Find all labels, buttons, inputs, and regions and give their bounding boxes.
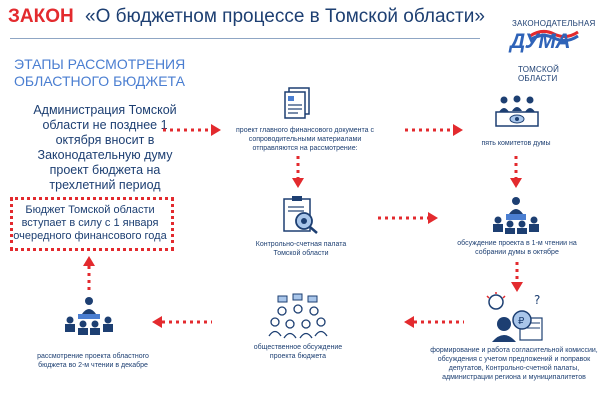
step-audit-chamber: Контрольно-счетная палата Томской област… [255, 241, 347, 257]
document-icon [284, 87, 310, 119]
arrow-down-icon [511, 262, 523, 292]
arrow-down-icon [510, 156, 522, 188]
arrow-left-icon [152, 316, 212, 328]
svg-text:₽: ₽ [518, 316, 525, 327]
arrow-left-icon [404, 316, 464, 328]
arrow-right-icon [378, 212, 438, 224]
step-first-reading: обсуждение проекта в 1-м чтении на собра… [457, 240, 577, 256]
arrow-right-icon [405, 124, 463, 136]
title-divider [10, 38, 480, 39]
logo-word: ДУМА [510, 30, 571, 53]
presentation-meeting-icon [65, 297, 113, 335]
subtitle: Этапы рассмотрения областного бюджета [14, 56, 186, 89]
title-prefix: ЗАКОН [8, 6, 74, 27]
step-administration: Администрация Томской области не позднее… [33, 103, 177, 192]
logo-bottom-text: ТОМСКОЙ ОБЛАСТИ [518, 65, 560, 83]
step-project-document: проект главного финансового документа с … [236, 127, 374, 152]
thinking-person-icon: ? ₽ [486, 292, 543, 342]
svg-text:?: ? [534, 293, 540, 307]
arrow-up-icon [83, 256, 95, 290]
duma-flag-icon [529, 29, 579, 43]
result-box [10, 197, 174, 251]
step-result: Бюджет Томской области вступает в силу с… [13, 204, 167, 242]
arrow-down-icon [292, 156, 304, 188]
meeting-icon [493, 197, 539, 234]
public-group-icon [268, 293, 328, 339]
magnifier-clipboard-icon [283, 196, 318, 234]
step-conciliation: формирование и работа согласительной ком… [430, 347, 598, 381]
committee-icon [495, 95, 539, 127]
arrow-right-icon [163, 124, 221, 136]
page-title: «О бюджетном процессе в Томской области» [85, 6, 485, 27]
step-committees: пять комитетов думы [481, 140, 551, 147]
step-second-reading: рассмотрение проекта областного бюджета … [37, 353, 149, 369]
logo-top-text: ЗАКОНОДАТЕЛЬНАЯ [512, 19, 596, 28]
step-public-discussion: общественное обсуждение проекта бюджета [253, 344, 343, 360]
